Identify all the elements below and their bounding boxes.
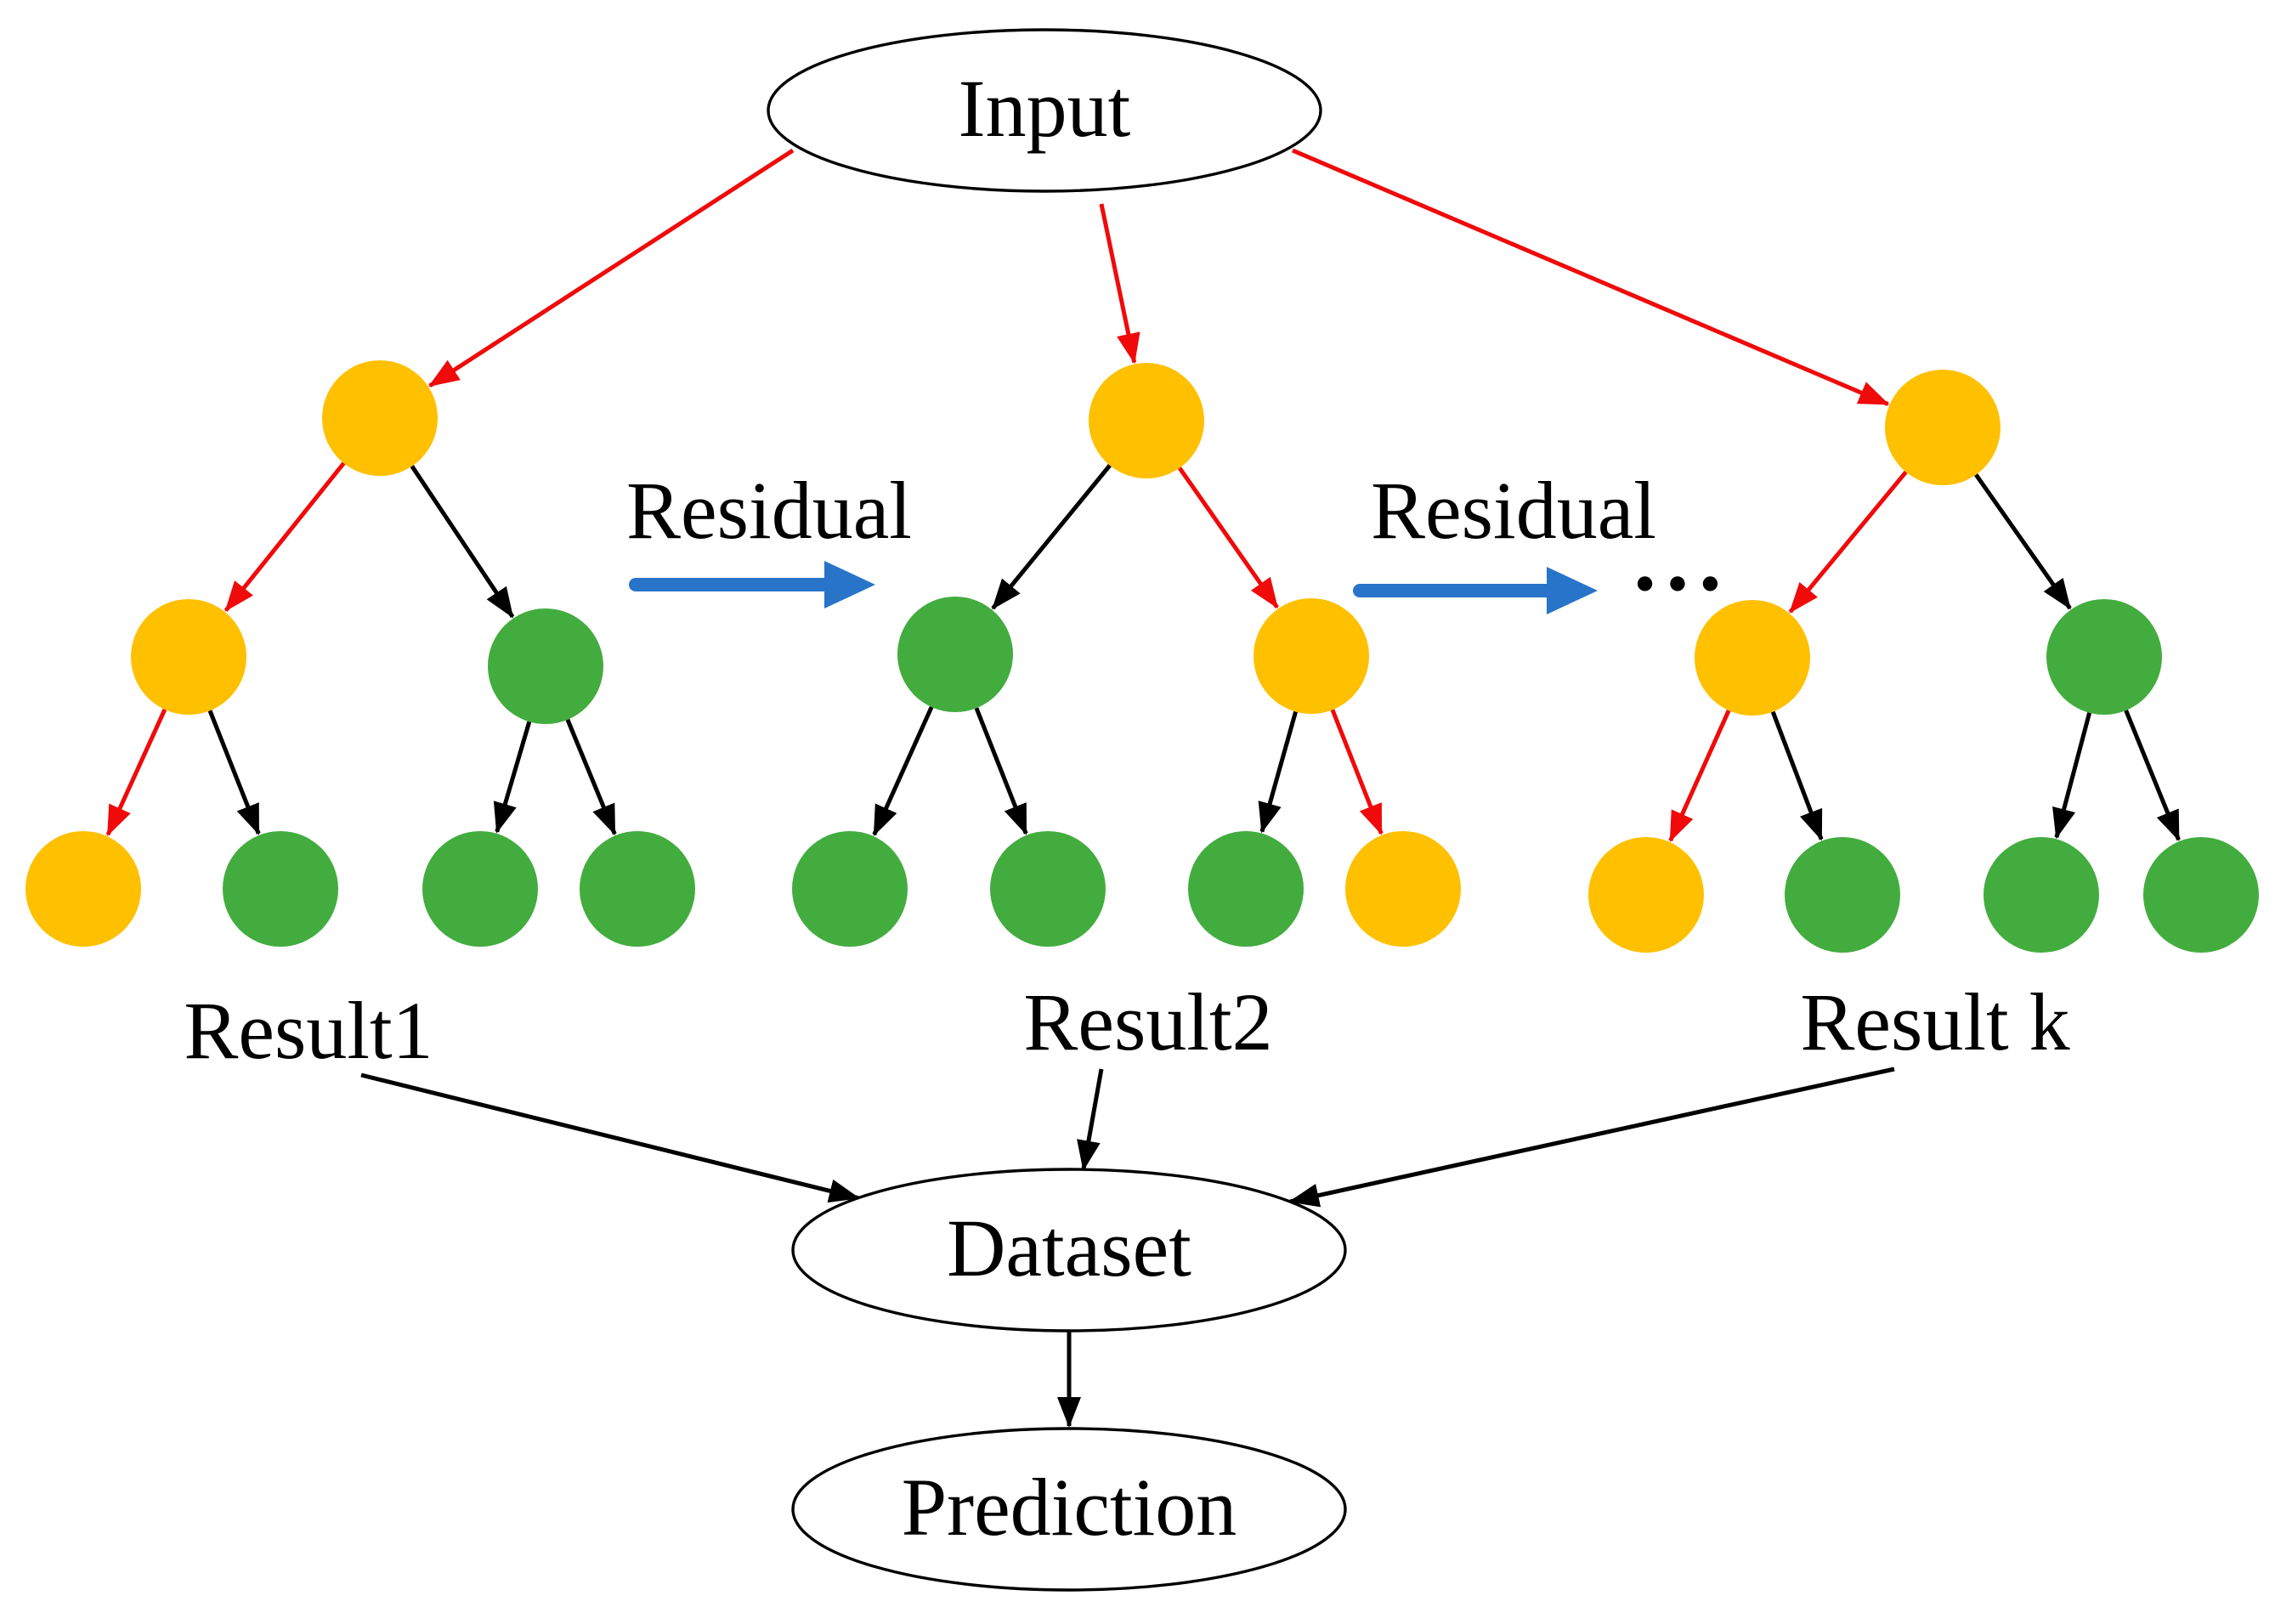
- tree-2-node-4: [990, 831, 1106, 947]
- tree-3-edge-0-2: [1974, 473, 2072, 610]
- tree-1-edge-2-5: [493, 721, 532, 834]
- tree-3-edge-2-5: [2052, 712, 2092, 840]
- flow-edge-tree-2-result-to-dataset: [1077, 1068, 1104, 1172]
- tree-3-edge-1-3: [1668, 710, 1731, 842]
- tree-3-edge-0-1: [1788, 470, 1908, 614]
- tree-1-node-5: [422, 831, 538, 947]
- tree-3-edge-2-6: [2124, 710, 2181, 842]
- tree-1-edge-2-6: [565, 718, 617, 836]
- prediction-label: Prediction: [902, 1462, 1237, 1553]
- tree-2-edge-2-6: [1330, 709, 1384, 835]
- ellipsis-label: • • •: [1635, 553, 1719, 614]
- tree-3-edge-1-4: [1770, 710, 1824, 841]
- residual-arrow-2: [1353, 567, 1598, 614]
- tree-2-node-2: [1254, 598, 1369, 714]
- residual-arrow-1: [629, 561, 875, 608]
- tree-3-node-1: [1695, 600, 1810, 716]
- dataset-node: Dataset: [791, 1168, 1347, 1333]
- tree-1-root: [322, 360, 438, 476]
- residual-label-1: Residual: [626, 465, 912, 556]
- tree-1-node-6: [580, 831, 695, 947]
- flow-edge-tree-3-result-to-dataset: [1287, 1067, 1895, 1208]
- flow-edge-tree-1-result-to-dataset: [360, 1072, 860, 1203]
- prediction-node: Prediction: [791, 1427, 1347, 1592]
- flow-edge-input-to-tree-1-root: [428, 148, 795, 388]
- tree-1-node-2: [488, 608, 603, 724]
- tree-3-result-label: Result k: [1800, 976, 2069, 1067]
- edges-layer: [105, 148, 2181, 1428]
- tree-1-edge-0-1: [224, 461, 346, 612]
- tree-3-node-2: [2046, 599, 2162, 715]
- tree-2-node-5: [1188, 831, 1304, 947]
- tree-3-node-3: [1588, 837, 1704, 953]
- tree-2-edge-1-3: [872, 706, 934, 836]
- tree-1-node-1: [131, 599, 246, 715]
- flow-edge-input-to-tree-2-root: [1099, 203, 1140, 365]
- tree-1-node-4: [223, 831, 338, 947]
- tree-2-node-3: [792, 831, 908, 947]
- tree-3-node-4: [1785, 837, 1900, 953]
- input-label: Input: [959, 63, 1131, 154]
- tree-1-node-3: [25, 831, 141, 947]
- flow-edge-input-to-tree-3-root: [1292, 148, 1890, 406]
- tree-2-node-6: [1345, 831, 1461, 947]
- tree-1-edge-1-3: [105, 708, 167, 837]
- tree-2-edge-2-5: [1258, 710, 1299, 834]
- residual-arrows: [629, 561, 1598, 614]
- tree-3-root: [1885, 370, 2001, 485]
- dataset-label: Dataset: [947, 1202, 1191, 1293]
- nodes-layer: [25, 360, 2259, 953]
- tree-1-result-label: Result1: [184, 985, 433, 1076]
- tree-2-root: [1089, 363, 1204, 478]
- residual-label-2: Residual: [1371, 465, 1656, 556]
- tree-2-edge-0-2: [1177, 467, 1279, 609]
- tree-2-edge-0-1: [991, 464, 1112, 610]
- tree-2-result-label: Result2: [1023, 976, 1272, 1067]
- tree-1-edge-1-4: [207, 710, 261, 835]
- tree-3-node-6: [2143, 837, 2259, 953]
- tree-1-edge-0-2: [410, 465, 515, 619]
- tree-2-edge-1-4: [974, 707, 1028, 835]
- tree-2-node-1: [897, 597, 1013, 712]
- input-node: Input: [767, 28, 1322, 193]
- tree-3-node-5: [1984, 837, 2099, 953]
